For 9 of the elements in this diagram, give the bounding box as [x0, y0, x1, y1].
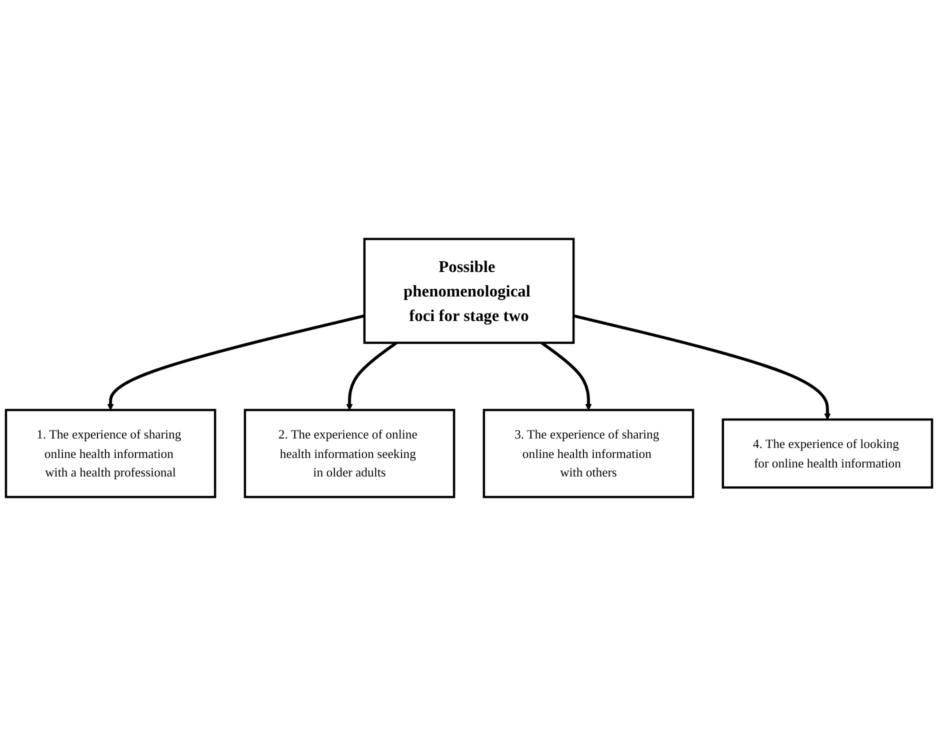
- node-box: Possible phenomenological foci for stage two: [363, 238, 575, 344]
- node-box: 2. The experience of online health information seeking in older adults: [244, 408, 456, 498]
- node-box: 3. The experience of sharing online health information with others: [482, 408, 694, 498]
- arrow: [573, 314, 831, 420]
- arrow: [107, 314, 365, 410]
- node-box: 4. The experience of looking for online health information: [722, 418, 934, 489]
- arrow: [346, 342, 398, 410]
- arrow: [540, 342, 592, 410]
- node-box: 1. The experience of sharing online health information with a health professional: [4, 408, 216, 498]
